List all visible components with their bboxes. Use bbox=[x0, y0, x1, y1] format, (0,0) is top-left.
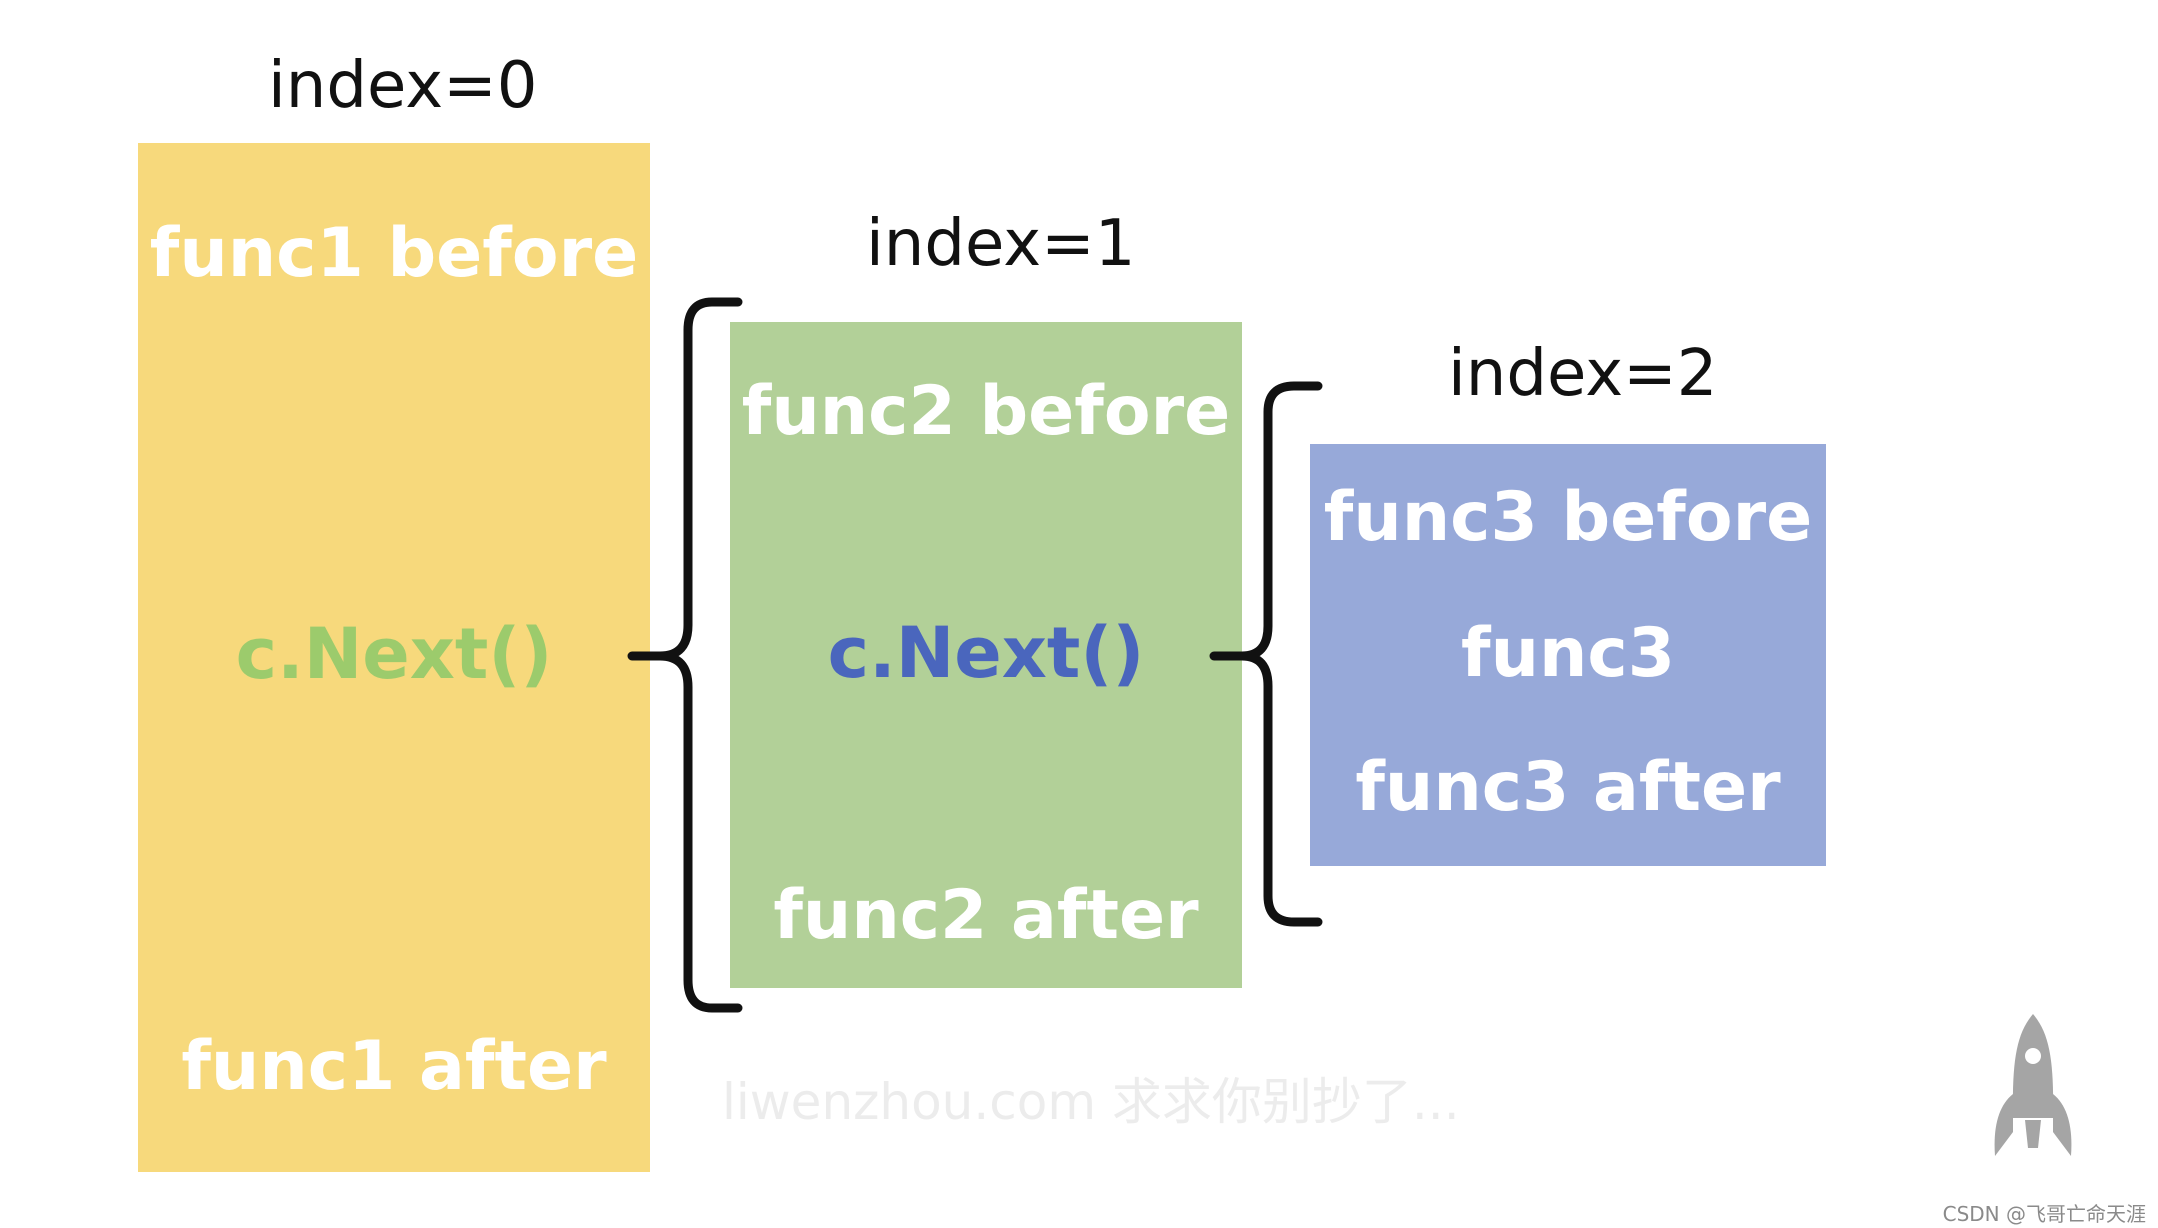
frame1-next-call: c.Next() bbox=[827, 612, 1145, 694]
watermark: liwenzhou.com 求求你别抄了... bbox=[722, 1073, 1460, 1131]
frame1-box: func2 before c.Next() func2 after bbox=[730, 322, 1242, 988]
rocket-icon bbox=[1994, 1014, 2072, 1156]
frame2-after-label: func3 after bbox=[1355, 748, 1781, 827]
bracket-frame2 bbox=[1209, 381, 1323, 927]
frame0-next-call: c.Next() bbox=[235, 613, 553, 695]
frame1-before-label: func2 before bbox=[741, 372, 1231, 451]
frame1-index-label: index=1 bbox=[866, 207, 1136, 281]
credit-text: CSDN @飞哥亡命天涯 bbox=[1942, 1202, 2146, 1226]
frame2-before-label: func3 before bbox=[1323, 478, 1813, 557]
frame0-before-label: func1 before bbox=[149, 214, 639, 293]
frame0-index-label: index=0 bbox=[268, 49, 538, 123]
frame0-after-label: func1 after bbox=[181, 1027, 607, 1106]
frame2-index-label: index=2 bbox=[1448, 337, 1718, 411]
frame1-after-label: func2 after bbox=[773, 876, 1199, 955]
frame2-box: func3 before func3 func3 after bbox=[1310, 444, 1826, 866]
frame2-body-label: func3 bbox=[1460, 614, 1676, 693]
frame0-box: func1 before c.Next() func1 after bbox=[138, 143, 650, 1172]
bracket-frame1 bbox=[627, 297, 743, 1013]
